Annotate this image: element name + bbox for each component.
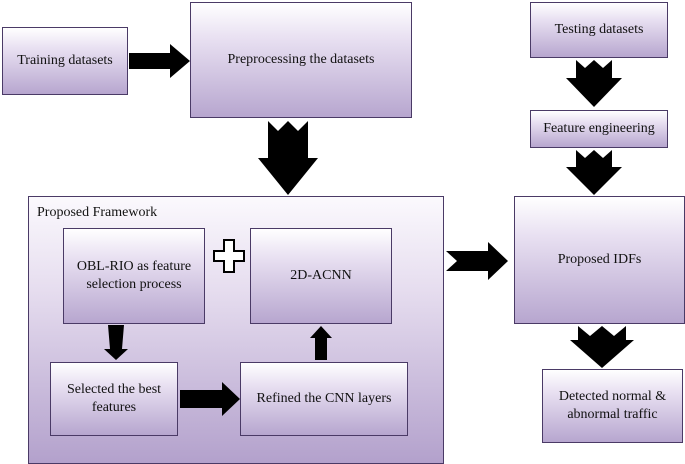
feature-engineering-box: Feature engineering xyxy=(530,110,668,148)
oblrio-label: OBL-RIO as feature selection process xyxy=(76,259,192,292)
training-datasets-label: Training datasets xyxy=(17,53,113,68)
detected-traffic-label: Detected normal & abnormal traffic xyxy=(558,389,667,422)
oblrio-feature-selection-box: OBL-RIO as feature selection process xyxy=(63,228,205,324)
refined-cnn-layers-box: Refined the CNN layers xyxy=(240,362,408,436)
testing-datasets-box: Testing datasets xyxy=(530,2,668,58)
preprocessing-box: Preprocessing the datasets xyxy=(190,2,412,118)
feature-engineering-label: Feature engineering xyxy=(543,121,655,136)
acnn-box: 2D-ACNN xyxy=(250,228,392,324)
proposed-idfs-label: Proposed IDFs xyxy=(557,252,642,267)
training-datasets-box: Training datasets xyxy=(2,27,128,95)
preprocessing-label: Preprocessing the datasets xyxy=(227,52,375,67)
testing-datasets-label: Testing datasets xyxy=(554,22,644,37)
arrow-training-to-preprocessing xyxy=(129,44,190,78)
selected-best-features-label: Selected the best features xyxy=(66,382,162,415)
arrow-feature-engineering-to-idfs xyxy=(566,150,622,195)
proposed-framework-title: Proposed Framework xyxy=(37,205,158,220)
proposed-idfs-box: Proposed IDFs xyxy=(514,196,685,324)
arrow-framework-to-idfs xyxy=(446,242,508,280)
arrow-testing-to-feature-engineering xyxy=(566,60,622,107)
arrow-preprocessing-to-framework xyxy=(258,121,318,195)
refined-cnn-layers-label: Refined the CNN layers xyxy=(256,391,392,406)
detected-traffic-box: Detected normal & abnormal traffic xyxy=(542,369,683,443)
arrow-idfs-to-detected xyxy=(570,326,634,368)
selected-best-features-box: Selected the best features xyxy=(50,362,178,436)
acnn-label: 2D-ACNN xyxy=(290,268,352,283)
